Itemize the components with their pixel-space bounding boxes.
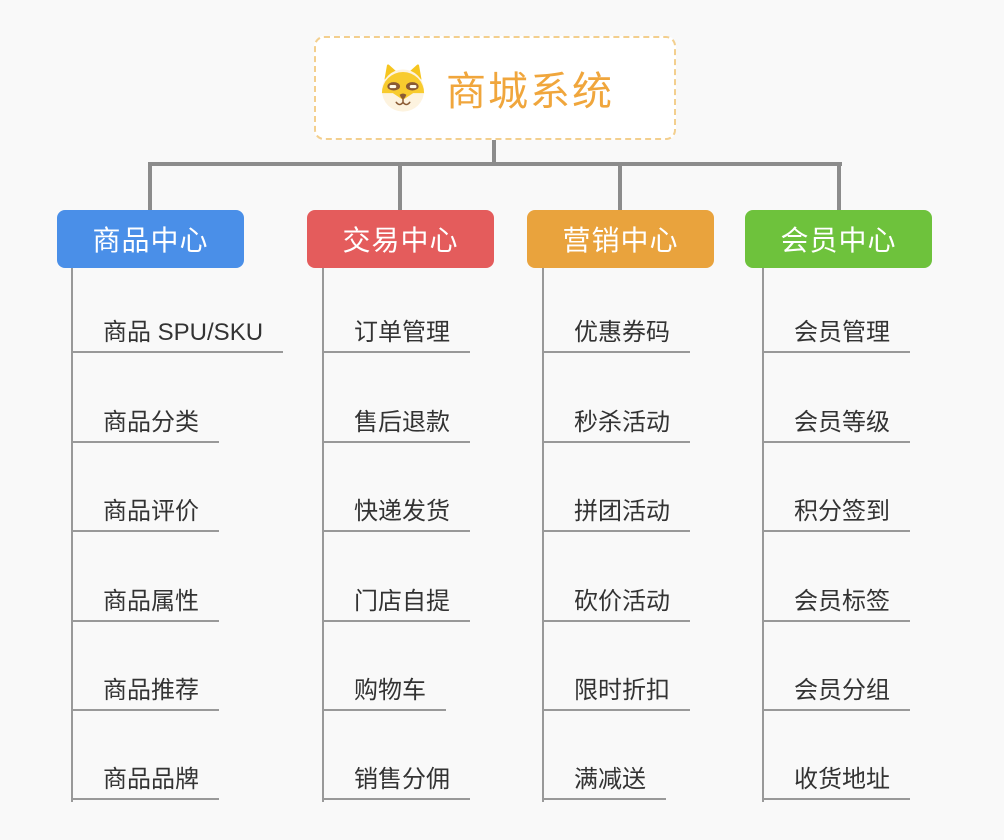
connector-drop-branch-4 [837, 162, 841, 210]
branch-3-trunk-line [542, 268, 544, 802]
child-topic[interactable]: 砍价活动 [542, 588, 690, 622]
child-topic[interactable]: 购物车 [322, 677, 446, 711]
connector-drop-branch-3 [618, 162, 622, 210]
child-topic[interactable]: 拼团活动 [542, 498, 690, 532]
connector-root-stem [492, 140, 496, 166]
child-topic[interactable]: 门店自提 [322, 588, 470, 622]
connector-bus [148, 162, 842, 166]
connector-drop-branch-1 [148, 162, 152, 210]
child-topic[interactable]: 会员标签 [762, 588, 910, 622]
child-topic[interactable]: 会员等级 [762, 409, 910, 443]
child-topic[interactable]: 商品分类 [71, 409, 219, 443]
branch-1-trunk-line [71, 268, 73, 802]
child-topic[interactable]: 销售分佣 [322, 766, 470, 800]
child-topic[interactable]: 售后退款 [322, 409, 470, 443]
child-topic[interactable]: 会员分组 [762, 677, 910, 711]
branch-2-trunk-line [322, 268, 324, 802]
child-topic[interactable]: 会员管理 [762, 319, 910, 353]
child-topic[interactable]: 订单管理 [322, 319, 470, 353]
child-topic[interactable]: 商品属性 [71, 588, 219, 622]
child-topic[interactable]: 快递发货 [322, 498, 470, 532]
child-topic[interactable]: 优惠券码 [542, 319, 690, 353]
child-topic[interactable]: 积分签到 [762, 498, 910, 532]
root-topic-title: 商城系统 [446, 70, 614, 114]
child-topic[interactable]: 限时折扣 [542, 677, 690, 711]
connector-drop-branch-2 [398, 162, 402, 210]
branch-4-trunk-line [762, 268, 764, 802]
branch-topic-product-center[interactable]: 商品中心 [57, 210, 244, 268]
branch-topic-member-center[interactable]: 会员中心 [745, 210, 932, 268]
child-topic[interactable]: 商品品牌 [71, 766, 219, 800]
child-topic[interactable]: 商品评价 [71, 498, 219, 532]
child-topic[interactable]: 满减送 [542, 766, 666, 800]
child-topic[interactable]: 收货地址 [762, 766, 910, 800]
child-topic[interactable]: 商品推荐 [71, 677, 219, 711]
child-topic[interactable]: 商品 SPU/SKU [71, 319, 284, 353]
child-topic[interactable]: 秒杀活动 [542, 409, 690, 443]
root-topic[interactable]: 商城系统 [314, 36, 676, 140]
branch-topic-marketing-center[interactable]: 营销中心 [527, 210, 714, 268]
branch-topic-trade-center[interactable]: 交易中心 [307, 210, 494, 268]
dog-face-icon [376, 62, 430, 114]
